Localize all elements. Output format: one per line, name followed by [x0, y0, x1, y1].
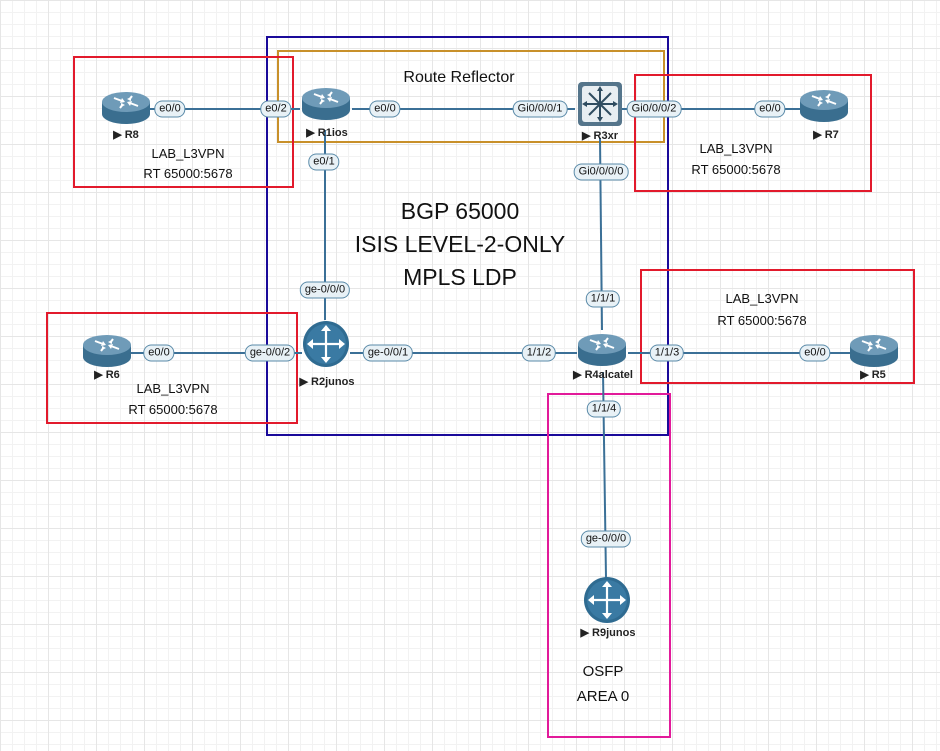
iface-r9-ge-0-0-0[interactable]: ge-0/0/0 [580, 530, 632, 548]
vpn-box-r6 [46, 312, 298, 424]
iface-r3-gi0-0-0-2[interactable]: Gi0/0/0/2 [626, 100, 682, 118]
device-r2-name: ▶ R2junos [299, 376, 355, 388]
device-r4-name: ▶ R4alcatel [573, 369, 633, 381]
iface-r2-ge-0-0-1[interactable]: ge-0/0/1 [362, 344, 414, 362]
iface-r5-e0-0[interactable]: e0/0 [799, 344, 831, 362]
vpn-r6-rt: RT 65000:5678 [128, 402, 218, 417]
router-icon [81, 333, 133, 369]
device-r3[interactable] [576, 80, 624, 133]
router-icon [300, 86, 352, 122]
vpn-r8-rt: RT 65000:5678 [143, 166, 233, 181]
ospf-label: OSFP [582, 663, 624, 680]
route-reflector-label: Route Reflector [403, 69, 515, 86]
vpn-r5-rt: RT 65000:5678 [717, 313, 807, 328]
ospf-area-label: AREA 0 [576, 688, 630, 705]
core-mpls-label: MPLS LDP [403, 264, 517, 290]
vpn-r7-name: LAB_L3VPN [699, 141, 773, 156]
iface-r3-gi0-0-0-1[interactable]: Gi0/0/0/1 [512, 100, 568, 118]
vpn-r8-name: LAB_L3VPN [151, 146, 225, 161]
iface-r4-1-1-1[interactable]: 1/1/1 [585, 290, 621, 308]
iface-r2-ge-0-0-2[interactable]: ge-0/0/2 [244, 344, 296, 362]
iface-r4-1-1-4[interactable]: 1/1/4 [586, 400, 622, 418]
vpn-r6-name: LAB_L3VPN [136, 381, 210, 396]
vpn-box-r8 [73, 56, 294, 188]
device-r2[interactable] [302, 320, 350, 373]
router-icon [100, 90, 152, 126]
device-r6-name: ▶ R6 [94, 369, 120, 381]
route-reflector-box [277, 50, 665, 143]
vpn-r7-rt: RT 65000:5678 [691, 162, 781, 177]
device-r3-name: ▶ R3xr [582, 130, 618, 142]
vpn-box-r5 [640, 269, 915, 384]
device-r9-name: ▶ R9junos [580, 627, 636, 639]
device-r8-name: ▶ R8 [113, 129, 139, 141]
core-as-box [266, 36, 669, 436]
iface-r6-e0-0[interactable]: e0/0 [143, 344, 175, 362]
device-r1[interactable] [300, 86, 352, 127]
iface-r4-1-1-2[interactable]: 1/1/2 [521, 344, 557, 362]
device-r4[interactable] [576, 332, 628, 373]
iface-r3-gi0-0-0-0[interactable]: Gi0/0/0/0 [573, 163, 629, 181]
iface-r4-1-1-3[interactable]: 1/1/3 [649, 344, 685, 362]
iface-r1-e0-0[interactable]: e0/0 [369, 100, 401, 118]
xr-router-icon [576, 80, 624, 128]
device-r5-name: ▶ R5 [860, 369, 886, 381]
junos-router-icon [583, 576, 631, 624]
iface-r1-e0-1[interactable]: e0/1 [308, 153, 340, 171]
core-isis-label: ISIS LEVEL-2-ONLY [354, 231, 566, 257]
iface-r8-e0-0[interactable]: e0/0 [154, 100, 186, 118]
device-r9[interactable] [583, 576, 631, 629]
router-icon [576, 332, 628, 368]
junos-router-icon [302, 320, 350, 368]
vpn-box-r7 [634, 74, 872, 192]
router-icon [848, 333, 900, 369]
iface-r7-e0-0[interactable]: e0/0 [754, 100, 786, 118]
ospf-area-box [547, 393, 671, 738]
router-icon [798, 88, 850, 124]
device-r1-name: ▶ R1ios [306, 127, 348, 139]
iface-r1-e0-2[interactable]: e0/2 [260, 100, 292, 118]
device-r7[interactable] [798, 88, 850, 129]
core-bgp-label: BGP 65000 [400, 198, 520, 224]
device-r8[interactable] [100, 90, 152, 131]
device-r7-name: ▶ R7 [813, 129, 839, 141]
vpn-r5-name: LAB_L3VPN [725, 291, 799, 306]
iface-r2-ge-0-0-0[interactable]: ge-0/0/0 [299, 281, 351, 299]
